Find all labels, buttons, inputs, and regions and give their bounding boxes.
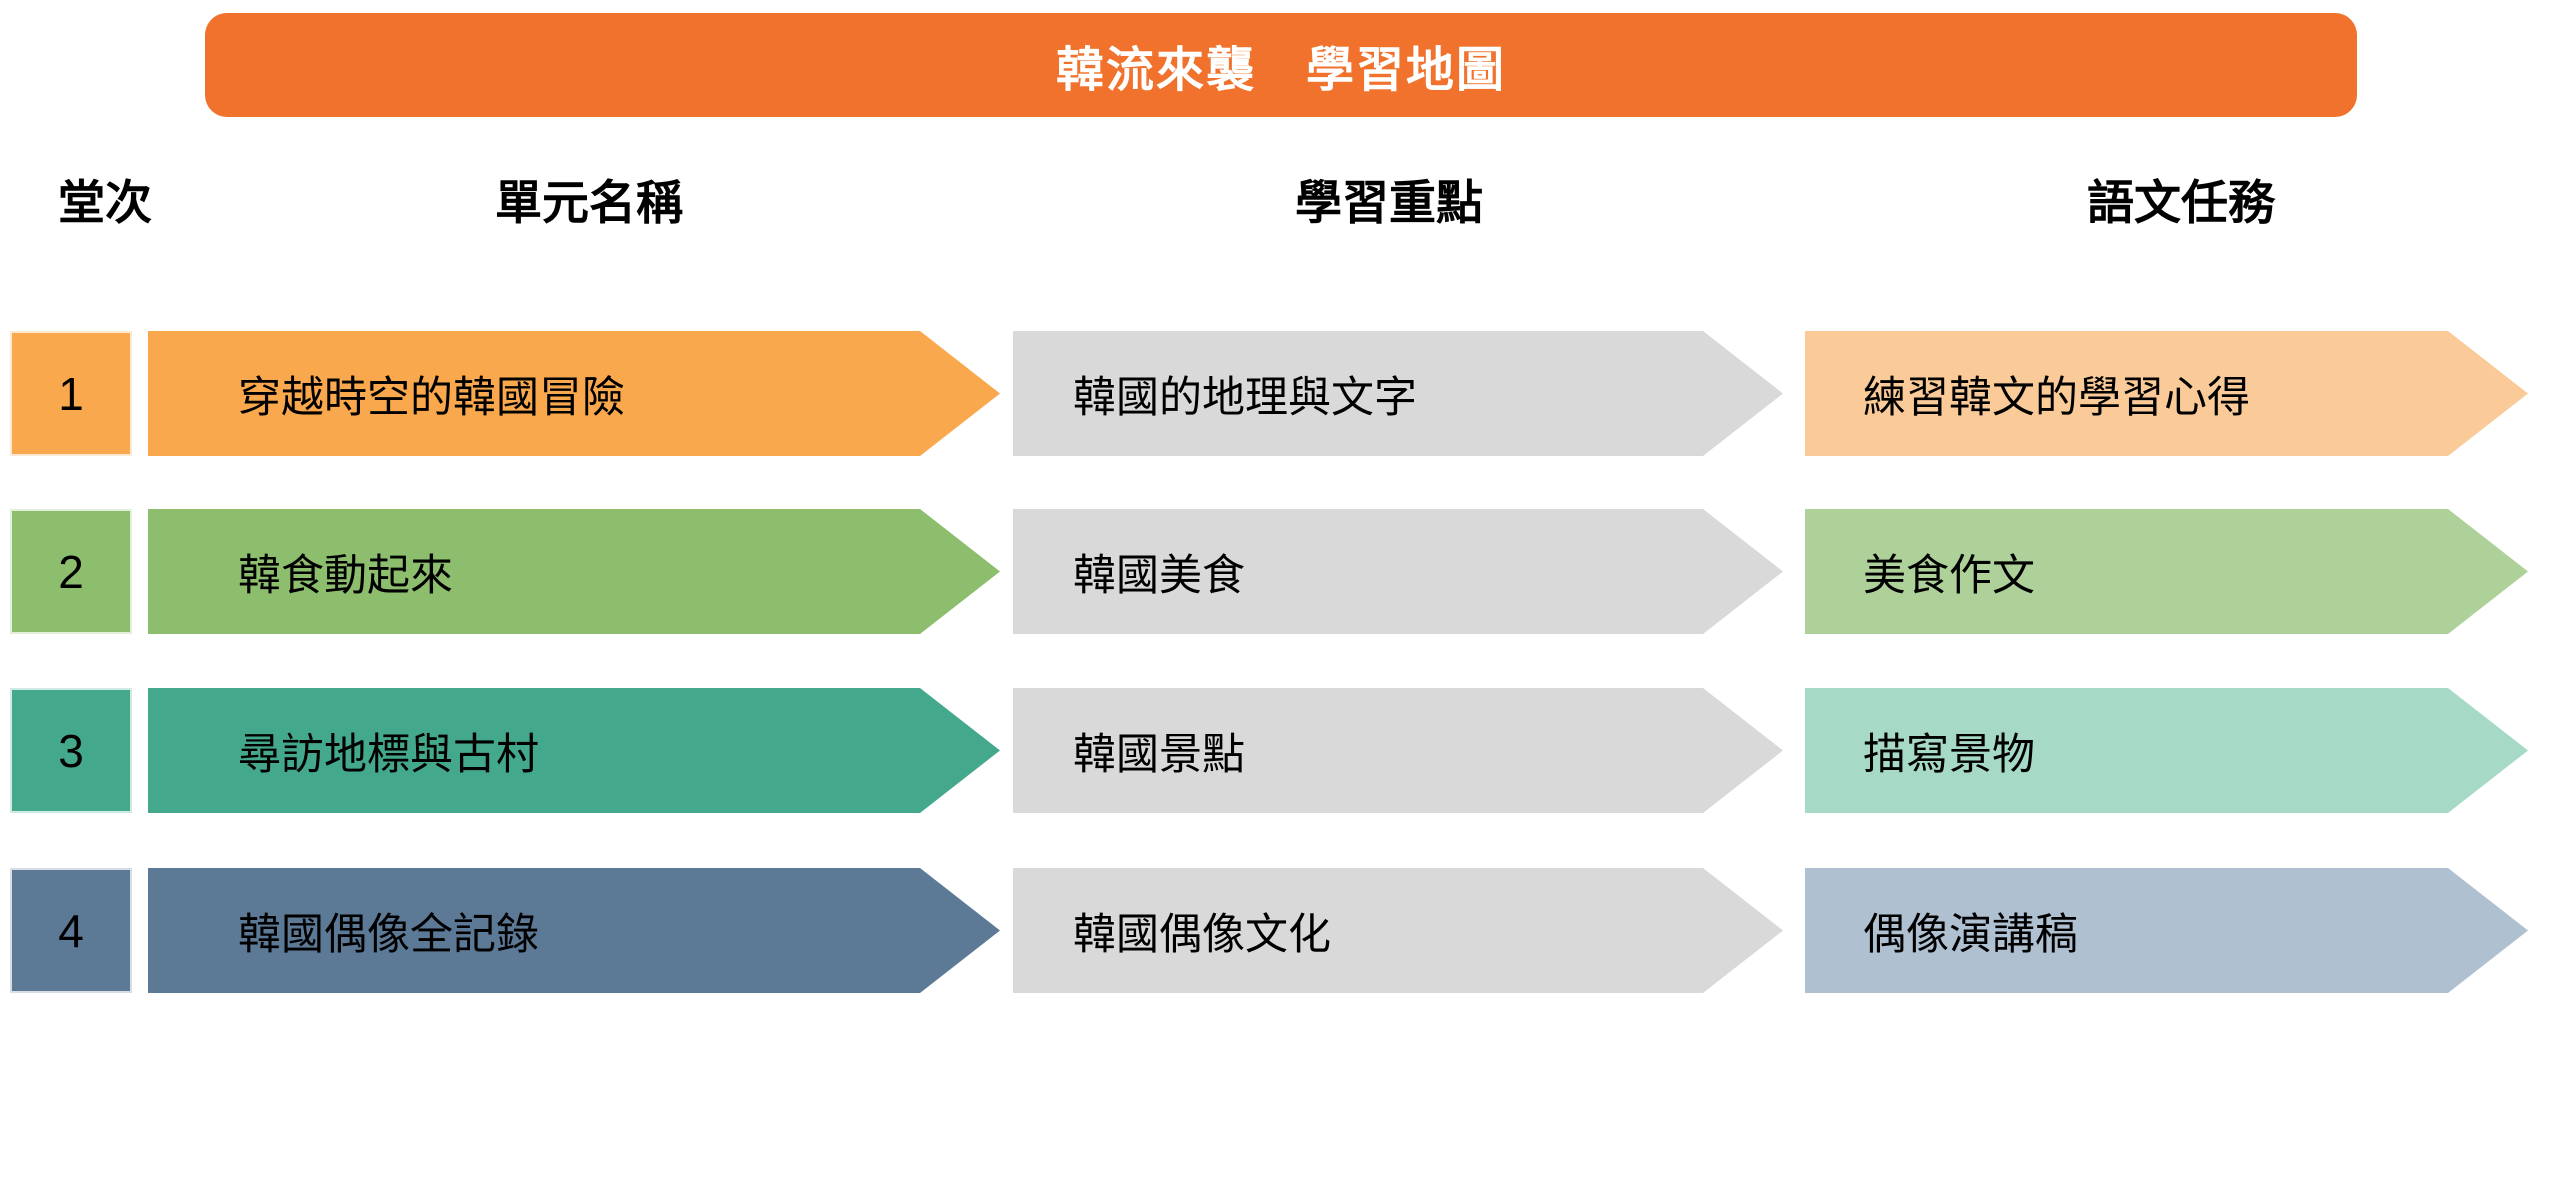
language-task-label: 描寫景物 xyxy=(1863,730,2035,779)
learning-focus-arrow: 韓國美食 xyxy=(1013,509,1783,634)
title-banner: 韓流來襲 學習地圖 xyxy=(205,13,2357,117)
session-number-box: 1 xyxy=(10,331,132,456)
language-task-arrow: 偶像演講稿 xyxy=(1805,868,2528,993)
session-number: 3 xyxy=(58,724,84,777)
learning-focus-arrow: 韓國的地理與文字 xyxy=(1013,331,1783,456)
session-number: 1 xyxy=(58,367,84,420)
session-number-box: 2 xyxy=(10,509,132,634)
column-header-session: 堂次 xyxy=(58,176,152,229)
unit-name-label: 穿越時空的韓國冒險 xyxy=(238,373,625,422)
unit-name-label: 尋訪地標與古村 xyxy=(238,730,539,779)
learning-focus-label: 韓國的地理與文字 xyxy=(1073,373,1417,422)
session-number-box: 4 xyxy=(10,868,132,993)
page-title: 韓流來襲 學習地圖 xyxy=(1055,44,1506,97)
learning-focus-arrow: 韓國景點 xyxy=(1013,688,1783,813)
unit-name-arrow: 尋訪地標與古村 xyxy=(148,688,1000,813)
session-number: 4 xyxy=(58,904,84,957)
language-task-arrow: 描寫景物 xyxy=(1805,688,2528,813)
unit-name-label: 韓國偶像全記錄 xyxy=(238,910,539,959)
session-number: 2 xyxy=(58,545,84,598)
language-task-label: 練習韓文的學習心得 xyxy=(1863,373,2250,422)
unit-name-label: 韓食動起來 xyxy=(238,551,453,600)
language-task-label: 偶像演講稿 xyxy=(1863,910,2078,959)
unit-name-arrow: 韓國偶像全記錄 xyxy=(148,868,1000,993)
language-task-label: 美食作文 xyxy=(1863,551,2035,600)
column-header-unit: 單元名稱 xyxy=(495,176,683,229)
column-header-focus: 學習重點 xyxy=(1295,176,1483,229)
column-header-task: 語文任務 xyxy=(2087,176,2275,229)
session-number-box: 3 xyxy=(10,688,132,813)
language-task-arrow: 練習韓文的學習心得 xyxy=(1805,331,2528,456)
learning-focus-label: 韓國景點 xyxy=(1073,730,1245,779)
learning-focus-label: 韓國美食 xyxy=(1073,551,1245,600)
language-task-arrow: 美食作文 xyxy=(1805,509,2528,634)
learning-focus-arrow: 韓國偶像文化 xyxy=(1013,868,1783,993)
learning-focus-label: 韓國偶像文化 xyxy=(1073,910,1331,959)
unit-name-arrow: 韓食動起來 xyxy=(148,509,1000,634)
unit-name-arrow: 穿越時空的韓國冒險 xyxy=(148,331,1000,456)
